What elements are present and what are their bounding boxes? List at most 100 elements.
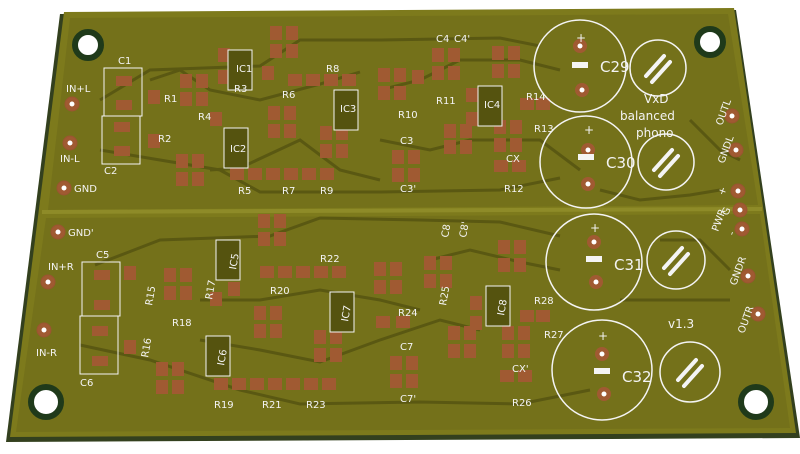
label-pwr-plus: +: [716, 185, 729, 197]
ref-c8p: C8': [458, 221, 472, 239]
ref-c30: C30: [606, 154, 636, 172]
input-cap-outlines: [79, 67, 143, 375]
ref-c3: C3: [400, 136, 413, 147]
ref-r26: R26: [512, 398, 532, 409]
cap-holes: [577, 43, 607, 397]
mounting-hole-br: [738, 384, 774, 420]
label-in-r-plus: IN+R: [48, 262, 74, 273]
ref-r27: R27: [544, 330, 564, 341]
ref-r25: R25: [438, 285, 452, 306]
vcap-circles: [629, 39, 721, 403]
vcap-hatches: [644, 54, 704, 388]
ref-r2: R2: [158, 134, 171, 145]
ref-r13: R13: [534, 124, 554, 135]
mounting-hole-tr: [694, 26, 726, 58]
ref-r20: R20: [270, 286, 290, 297]
ref-r24: R24: [398, 308, 418, 319]
ref-r18: R18: [172, 318, 192, 329]
ref-r15: R15: [144, 285, 158, 306]
label-gnd: GND: [74, 184, 97, 195]
ref-ic4: IC4: [484, 100, 500, 111]
vcap-1: [629, 39, 687, 97]
ref-r16: R16: [140, 337, 154, 358]
ic5-body: [215, 239, 241, 281]
ref-c3p: C3': [400, 184, 416, 195]
smd-pads: [124, 26, 550, 394]
label-in-l-plus: IN+L: [66, 84, 91, 95]
ref-c29: C29: [600, 58, 630, 76]
c32-outline: [551, 319, 653, 421]
cap-polarity-marks: [572, 62, 610, 374]
mounting-holes: [28, 26, 774, 420]
half-divider: [41, 207, 763, 214]
ref-c5: C5: [96, 250, 109, 261]
ref-r17: R17: [204, 279, 218, 300]
ref-cxp: CX': [512, 364, 529, 375]
ref-r23: R23: [306, 400, 326, 411]
ref-r10: R10: [398, 110, 418, 121]
ref-c7p: C7': [400, 394, 416, 405]
cap-plus-4: +: [598, 329, 608, 343]
title-balanced: balanced: [620, 109, 675, 123]
ref-ic3: IC3: [340, 104, 356, 115]
ref-ic8: IC8: [496, 299, 510, 317]
ref-ic7: IC7: [340, 305, 354, 323]
label-in-l-minus: IN-L: [60, 154, 80, 165]
ref-ic1: IC1: [236, 64, 252, 75]
ref-c6: C6: [80, 378, 93, 389]
ref-c31: C31: [614, 256, 644, 274]
version-label: v1.3: [668, 317, 694, 331]
ref-r12: R12: [504, 184, 524, 195]
cap-plus-3: +: [590, 221, 600, 235]
ref-c8: C8: [440, 223, 453, 238]
mounting-hole-bl: [28, 384, 64, 420]
cap-plus-1: +: [576, 31, 586, 45]
ref-ic2: IC2: [230, 144, 246, 155]
ref-r6: R6: [282, 90, 295, 101]
ref-c1: C1: [118, 56, 131, 67]
c30-outline: [539, 115, 633, 209]
ic1-body: [227, 49, 253, 91]
ic7-body: [329, 291, 355, 333]
ref-r3: R3: [234, 84, 247, 95]
ref-c32: C32: [622, 368, 652, 386]
ref-r11: R11: [436, 96, 456, 107]
mounting-hole-tl: [72, 29, 104, 61]
ic2-body: [223, 127, 249, 169]
ref-r14: R14: [526, 92, 546, 103]
cap-plus-2: +: [584, 123, 594, 137]
vcap-2: [637, 133, 695, 191]
ref-r28: R28: [534, 296, 554, 307]
ref-r21: R21: [262, 400, 282, 411]
ref-r19: R19: [214, 400, 234, 411]
vcap-3: [646, 230, 706, 290]
ref-r5: R5: [238, 186, 251, 197]
ic6-body: [205, 335, 231, 377]
ref-r9: R9: [320, 186, 333, 197]
ref-cx: CX: [506, 154, 520, 165]
title-phono: phono: [636, 126, 674, 140]
ref-c7: C7: [400, 342, 413, 353]
ic4-body: [477, 85, 503, 127]
label-pwr-minus: -: [726, 230, 738, 238]
th-holes: [41, 101, 761, 333]
ref-c4: C4: [436, 34, 449, 45]
ref-c4p: C4': [454, 34, 470, 45]
ref-r7: R7: [282, 186, 295, 197]
ref-r8: R8: [326, 64, 339, 75]
c31-outline: [545, 213, 643, 311]
label-in-r-minus: IN-R: [36, 348, 57, 359]
vcap-4: [659, 341, 721, 403]
ref-r4: R4: [198, 112, 211, 123]
c29-outline: [533, 19, 627, 113]
electrolytic-caps: [533, 19, 653, 421]
ref-c2: C2: [104, 166, 117, 177]
ic3-body: [333, 89, 359, 131]
input-cap-pads: [92, 76, 132, 366]
ref-ic6: IC6: [216, 349, 230, 367]
ic-chips: [205, 49, 511, 377]
label-gnd-prime: GND': [68, 228, 94, 239]
ref-r1: R1: [164, 94, 177, 105]
